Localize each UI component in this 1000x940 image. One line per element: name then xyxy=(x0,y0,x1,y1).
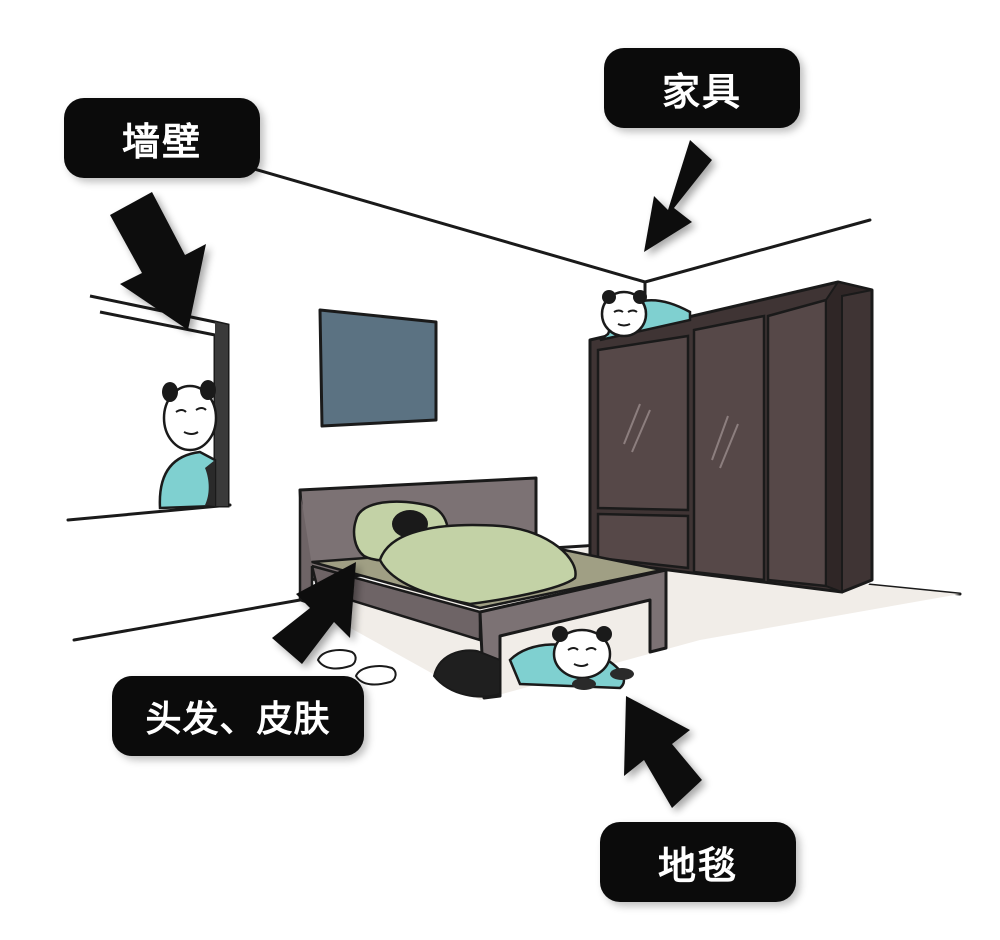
wall-tv xyxy=(318,308,438,428)
wardrobe xyxy=(588,280,874,594)
bed xyxy=(298,476,668,700)
under-bed-character xyxy=(432,626,634,698)
doorway xyxy=(89,294,230,508)
label-carpet: 地毯 xyxy=(600,822,796,902)
peeking-character xyxy=(158,380,218,510)
panda-face-icon xyxy=(600,290,648,338)
arrow-icon xyxy=(624,696,702,808)
slippers xyxy=(316,649,397,686)
panda-face-icon xyxy=(162,384,218,452)
label-furniture: 家具 xyxy=(604,48,800,128)
label-hair-skin: 头发、皮肤 xyxy=(112,676,364,756)
arrow-icon xyxy=(272,562,356,664)
label-wall: 墙壁 xyxy=(64,98,260,178)
arrow-icon xyxy=(110,192,206,330)
panda-face-icon xyxy=(552,628,612,680)
arrow-icon xyxy=(644,140,712,252)
wardrobe-top-character xyxy=(599,290,692,342)
